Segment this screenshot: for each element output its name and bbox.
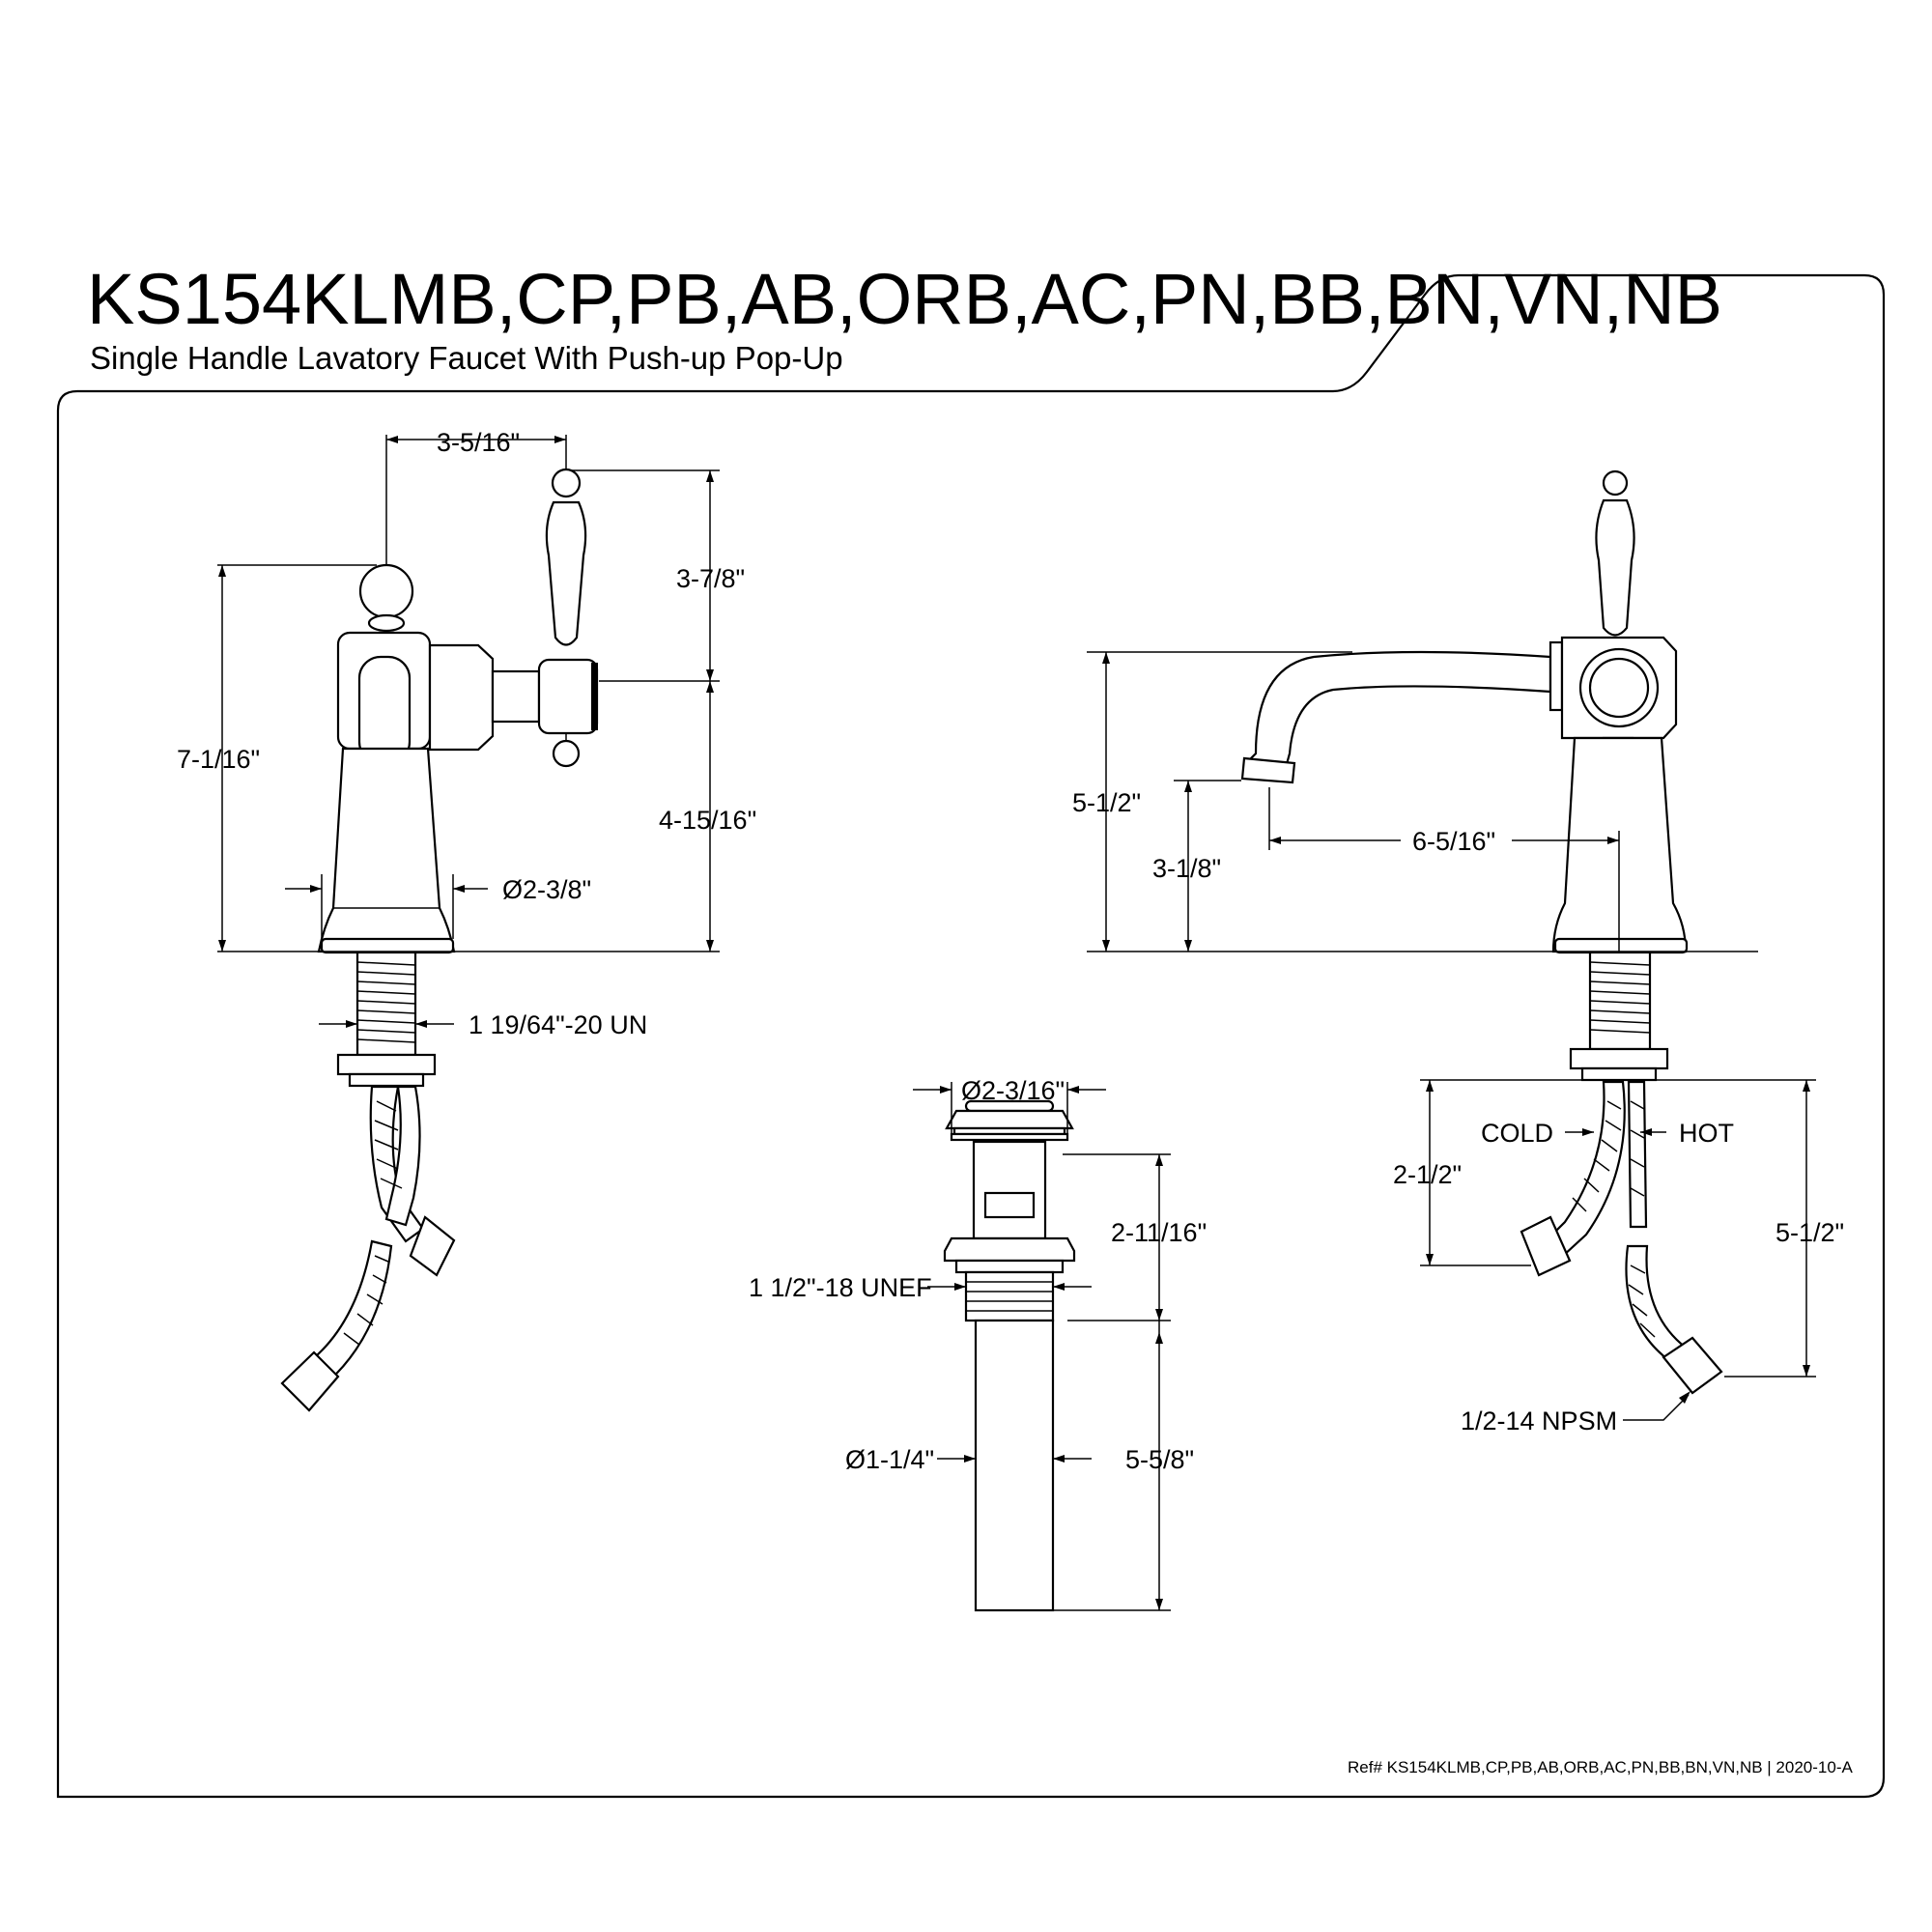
front-view: 3-5/16" 3-7/8" 7-1/16" 4-15/16" Ø2-3/8" … [177,428,756,1412]
dim-base-diameter: Ø2-3/8" [502,875,591,904]
dim-hose-thread: 1/2-14 NPSM [1461,1406,1617,1435]
front-threaded-shank [336,951,437,1088]
side-threaded-shank [1569,951,1669,1082]
front-handle [428,468,599,768]
drain-body [943,1236,1076,1612]
dim-shank-thread: 1 19/64"-20 UN [469,1010,647,1039]
dim-total-height: 7-1/16" [177,745,260,774]
front-body [317,747,456,953]
side-base-flange [1553,937,1689,954]
page-title: KS154KLMB,CP,PB,AB,ORB,AC,PN,BB,BN,VN,NB [87,259,1722,339]
dim-tail-diameter: Ø1-1/4" [845,1445,934,1474]
drain-tailpiece [974,1319,1055,1612]
label-hot: HOT [1679,1119,1734,1148]
drain-dimensions [913,1082,1171,1611]
front-dimensions [217,435,720,1028]
side-valve-hub [1548,636,1678,753]
front-supply-hoses [280,1085,456,1412]
drain-cap [945,1099,1074,1240]
dim-short-hose: 2-1/2" [1393,1160,1462,1189]
dim-drain-thread: 1 1/2"-18 UNEF [749,1273,932,1302]
dim-cap-diameter: Ø2-3/16" [961,1076,1065,1105]
page-subtitle: Single Handle Lavatory Faucet With Push-… [90,340,843,376]
side-supply-hoses [1520,1080,1723,1395]
side-spout [1243,650,1552,773]
sheet-border [56,273,1886,1799]
dim-tail-length: 5-5/8" [1125,1445,1194,1474]
dim-spout-clearance: 3-1/8" [1152,854,1221,883]
reference-note: Ref# KS154KLMB,CP,PB,AB,ORB,AC,PN,BB,BN,… [1348,1758,1853,1776]
side-dimensions [1087,651,1816,1421]
side-handle [1595,469,1635,637]
dim-long-hose: 5-1/2" [1776,1218,1844,1247]
body-top-finial [358,563,414,633]
drain-assembly: Ø2-3/16" 2-11/16" 1 1/2"-18 UNEF Ø1-1/4"… [749,1076,1207,1612]
dim-spout-reach: 6-5/16" [1412,827,1495,856]
front-base-flange [320,937,455,954]
dim-spout-height: 5-1/2" [1072,788,1141,817]
dim-drain-body-height: 2-11/16" [1111,1218,1207,1247]
dim-body-height: 4-15/16" [659,806,756,835]
dim-handle-height: 3-7/8" [676,564,745,593]
side-view: 5-1/2" 3-1/8" 6-5/16" COLD HOT 2-1/2" 5-… [1072,469,1844,1435]
label-cold: COLD [1481,1119,1553,1148]
dim-handle-offset: 3-5/16" [437,428,520,457]
